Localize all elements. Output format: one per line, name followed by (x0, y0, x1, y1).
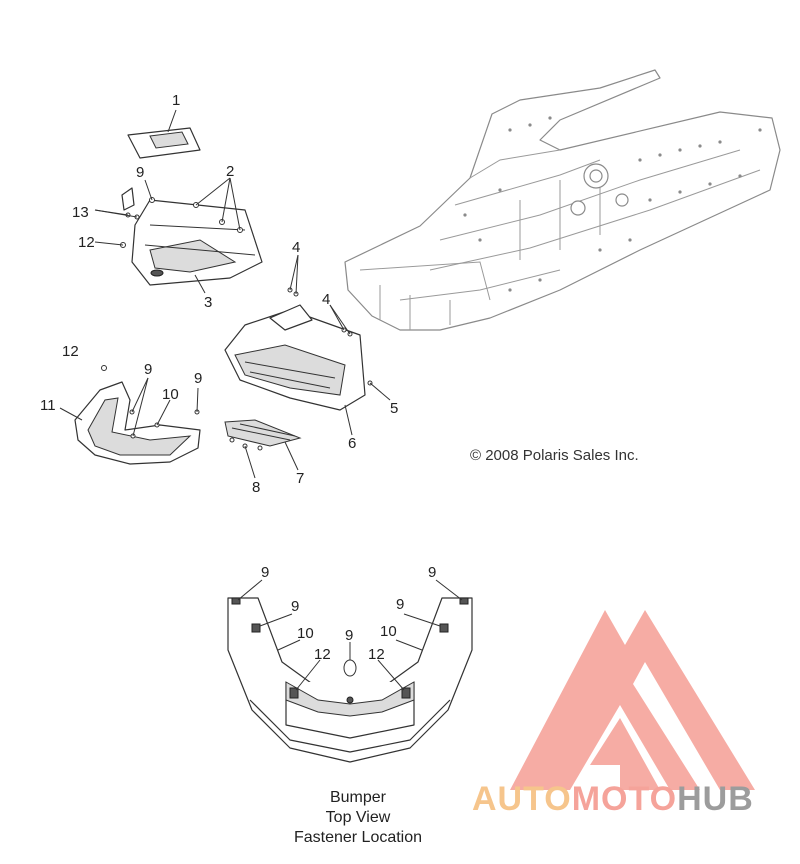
callout-12a: 12 (78, 234, 95, 251)
caption-line-3: Fastener Location (293, 829, 423, 846)
callout-13: 13 (72, 204, 89, 221)
callout-8: 8 (252, 479, 260, 496)
bumper-callout-tr9: 9 (428, 564, 436, 581)
callout-11: 11 (40, 397, 56, 414)
watermark-logo-icon (510, 610, 755, 790)
bumper-callout-c9: 9 (345, 627, 353, 644)
part-1-panel (127, 109, 201, 159)
callout-5: 5 (390, 400, 398, 417)
part-7-mesh-panel (224, 419, 302, 479)
callouts: 1 2 3 4 4 5 6 7 8 9 9 9 10 11 12 12 13 9… (40, 92, 436, 663)
bumper-callout-ml9: 9 (291, 598, 299, 615)
callout-7: 7 (296, 470, 304, 487)
bumper-caption: Bumper Top View Fastener Location (248, 788, 468, 848)
callout-10: 10 (162, 386, 179, 403)
bumper-callout-l12: 12 (314, 646, 331, 663)
caption-line-2: Top View (325, 809, 391, 826)
bumper-callout-r10: 10 (380, 623, 397, 640)
part-6-belly-pan (224, 254, 391, 436)
watermark-text: AUTOMOTOHUB (472, 780, 754, 819)
callout-2: 2 (226, 163, 234, 180)
part-3-skid-plate (94, 177, 263, 294)
part-11-bumper (59, 365, 201, 465)
bumper-top-view (227, 579, 473, 763)
callout-4b: 4 (322, 291, 330, 308)
bumper-callout-tl9: 9 (261, 564, 269, 581)
callout-9c: 9 (194, 370, 202, 387)
callout-9b: 9 (144, 361, 152, 378)
callout-1: 1 (172, 92, 180, 109)
chassis-frame (344, 69, 781, 331)
bumper-callout-l10: 10 (297, 625, 314, 642)
bumper-callout-r12: 12 (368, 646, 385, 663)
bumper-callout-mr9: 9 (396, 596, 404, 613)
callout-9a: 9 (136, 164, 144, 181)
copyright-notice: © 2008 Polaris Sales Inc. (470, 447, 639, 464)
callout-6: 6 (348, 435, 356, 452)
watermark-hub: HUB (677, 780, 754, 818)
watermark-moto: MOTO (571, 780, 678, 818)
caption-line-1: Bumper (329, 789, 387, 806)
callout-3: 3 (204, 294, 212, 311)
callout-4a: 4 (292, 239, 300, 256)
watermark-auto: AUTO (472, 780, 572, 818)
callout-12b: 12 (62, 343, 79, 360)
